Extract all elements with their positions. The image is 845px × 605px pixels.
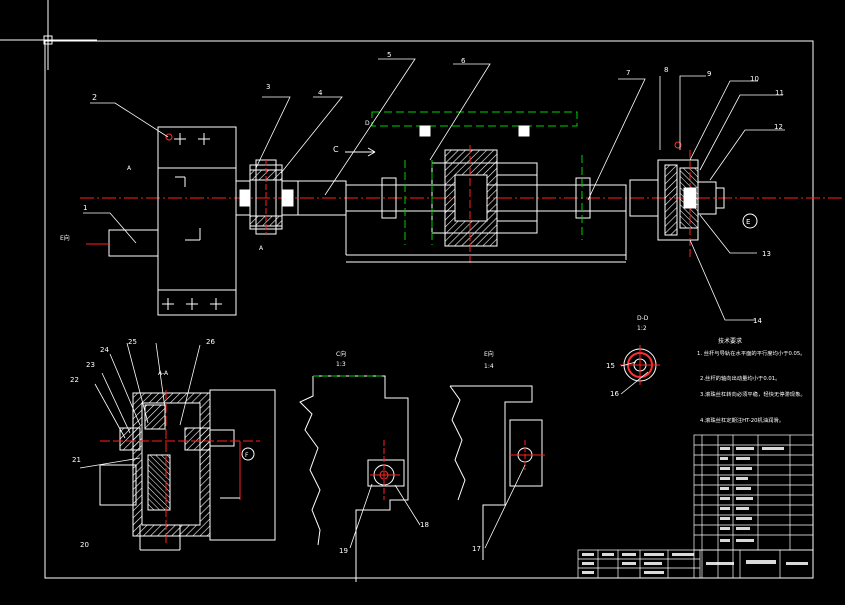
- view-c-mark: C: [333, 145, 339, 154]
- view-titles: A A E向 C D A-A D-D 1:2 C向 1:3 E向 1:4: [60, 120, 649, 377]
- label-9: 9: [707, 70, 711, 78]
- label-21: 21: [72, 456, 81, 464]
- label-14: 14: [753, 317, 762, 325]
- view-f-mark: F: [245, 452, 249, 459]
- title-block: [577, 434, 814, 579]
- label-26: 26: [206, 338, 215, 346]
- view-d-mark: D: [365, 120, 370, 127]
- label-12: 12: [774, 123, 783, 131]
- section-aa-title: A-A: [158, 370, 169, 377]
- section-aa-mark-top: A: [127, 165, 132, 172]
- label-13: 13: [762, 250, 771, 258]
- label-8: 8: [664, 66, 668, 74]
- view-c: [299, 375, 409, 582]
- label-2: 2: [92, 93, 97, 102]
- view-c-scale: 1:3: [336, 361, 346, 368]
- label-10: 10: [750, 75, 759, 83]
- tech-req-item-4: 4.滚珠丝杠定期注HT-20机油润滑。: [700, 416, 784, 424]
- label-11: 11: [775, 89, 784, 97]
- view-e-mark: E: [746, 218, 750, 226]
- section-dd-scale: 1:2: [637, 325, 647, 332]
- part-number-labels: 1 2 3 4 5 6 7 8 9 10 11 12 13 14 15 16 1…: [70, 51, 784, 555]
- direction-marks: E F: [241, 147, 758, 461]
- view-e-left-label: E向: [60, 234, 70, 242]
- label-6: 6: [461, 57, 466, 65]
- label-19: 19: [339, 547, 348, 555]
- leader-lines: [79, 58, 785, 549]
- label-24: 24: [100, 346, 109, 354]
- label-3: 3: [266, 83, 270, 91]
- section-aa-mark-bottom: A: [259, 245, 264, 252]
- label-18: 18: [420, 521, 429, 529]
- label-23: 23: [86, 361, 95, 369]
- main-assembly-view: [80, 111, 845, 316]
- label-5: 5: [387, 51, 391, 59]
- label-16: 16: [610, 390, 619, 398]
- section-dd-title: D-D: [637, 315, 649, 322]
- label-25: 25: [128, 338, 137, 346]
- technical-requirements: 技术要求 1. 丝杆与导轨在水平面的平行度均小于0.05。 2.丝杆的轴向出动量…: [697, 337, 806, 424]
- label-1: 1: [83, 204, 87, 212]
- tech-req-item-2: 2.丝杆的轴向出动量均小于0.01。: [700, 374, 780, 382]
- view-e-title: E向: [484, 350, 494, 358]
- label-22: 22: [70, 376, 79, 384]
- section-aa-view: [99, 389, 276, 551]
- label-15: 15: [606, 362, 615, 370]
- tech-req-title: 技术要求: [718, 337, 742, 345]
- view-e: [449, 385, 545, 560]
- label-20: 20: [80, 541, 89, 549]
- label-4: 4: [318, 89, 323, 97]
- tech-req-item-3: 3.滚珠丝杠转向必须平稳，轻快无停滞现象。: [700, 390, 806, 398]
- label-7: 7: [626, 69, 630, 77]
- view-c-title: C向: [336, 350, 346, 358]
- drawing-border: [44, 40, 814, 579]
- cursor-crosshair-icon: [0, 0, 97, 70]
- tech-req-item-1a: 1. 丝杆与导轨在水平面的平行度均小于0.05。: [697, 349, 806, 357]
- title-block-fill: [582, 447, 808, 574]
- view-e-scale: 1:4: [484, 363, 494, 370]
- label-17: 17: [472, 545, 481, 553]
